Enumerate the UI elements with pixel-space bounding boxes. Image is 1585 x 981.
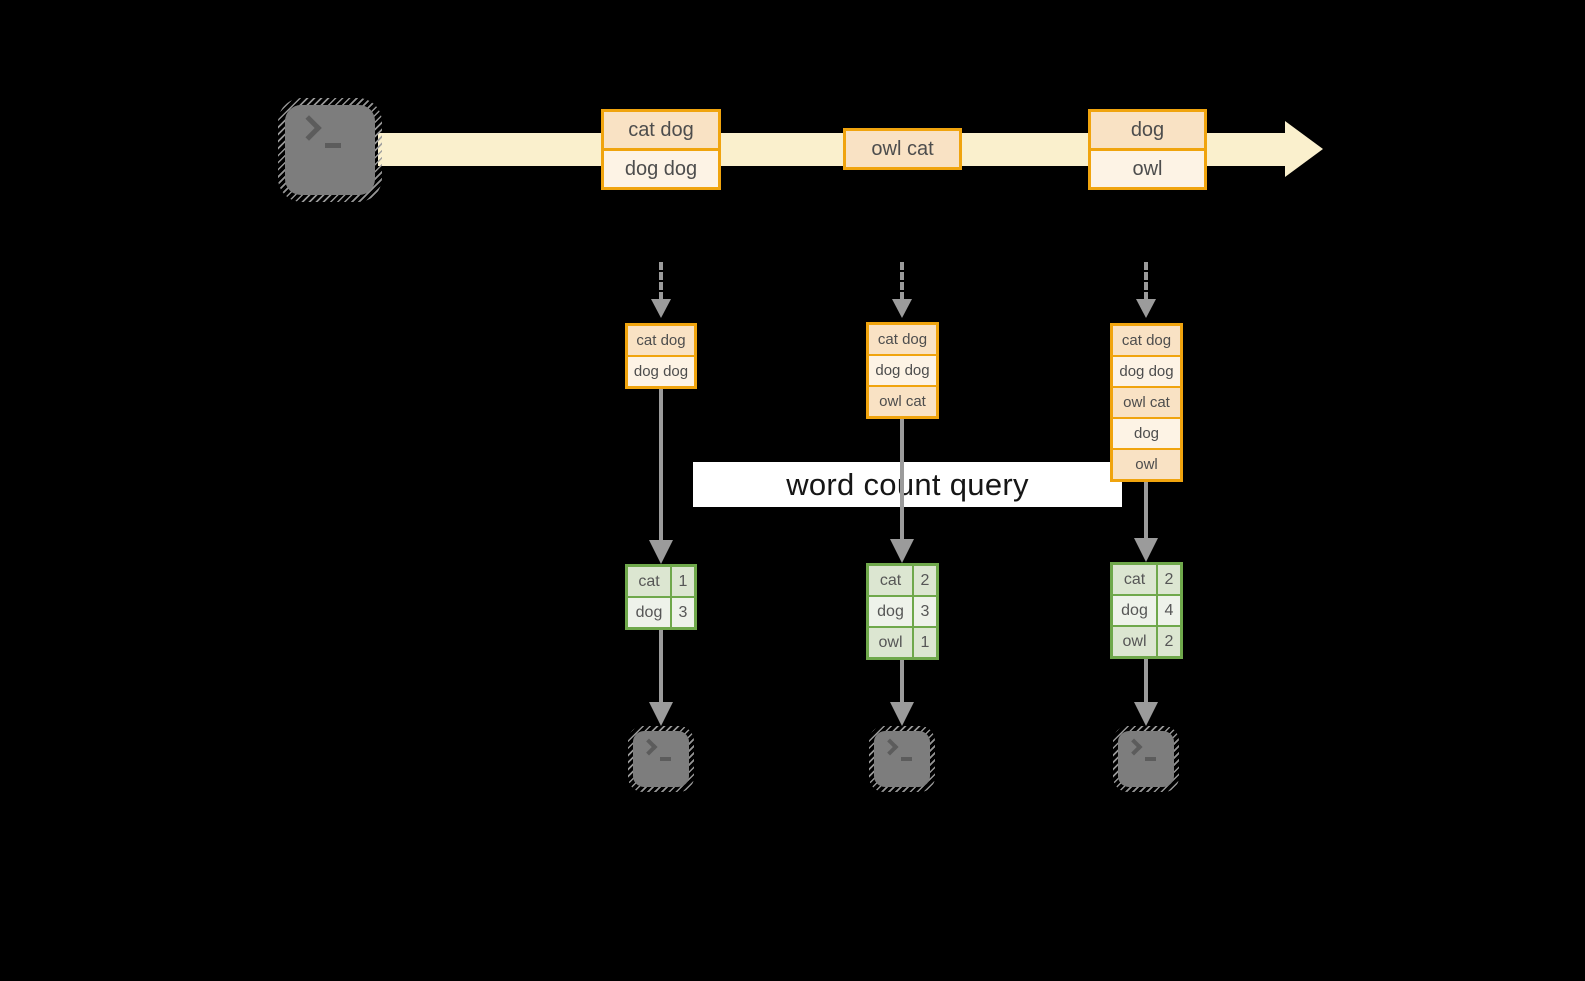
result-row: owl 1 [869,626,936,657]
terminal-body [285,105,375,195]
stream-record: dog dog [604,148,718,187]
input-record: dog dog [869,354,936,385]
prompt-cursor-icon [325,143,341,148]
result-count-cell: 1 [672,567,694,596]
down-arrowhead-icon [1134,538,1158,562]
result-row: dog 3 [869,595,936,626]
source-terminal-icon [278,98,382,202]
result-word-cell: cat [1113,565,1158,594]
output-flow-line [1144,659,1148,702]
down-arrowhead-icon [890,702,914,726]
query-flow-line [659,387,663,540]
output-flow-line [900,660,904,702]
down-arrowhead-icon [649,702,673,726]
input-record: dog dog [628,355,694,386]
result-row: cat 2 [869,566,936,595]
output-terminal-icon-3 [1113,726,1179,792]
result-word-cell: dog [869,597,914,626]
terminal-body [1118,731,1174,787]
down-arrowhead-icon [890,539,914,563]
stream-record: owl cat [846,131,959,167]
result-table-1: cat 1 dog 3 [625,564,697,630]
query-flow-line [1144,482,1148,538]
input-record: dog dog [1113,355,1180,386]
trigger-arrow-2 [900,262,904,300]
stream-batch-2: owl cat [843,128,962,170]
stream-batch-3: dog owl [1088,109,1207,190]
down-arrowhead-icon [651,299,671,318]
stream-record: dog [1091,112,1204,148]
result-word-cell: owl [869,628,914,657]
output-flow-line [659,630,663,702]
prompt-cursor-icon [1145,757,1156,761]
result-count-cell: 2 [1158,627,1180,656]
input-record: owl [1113,448,1180,479]
prompt-chevron-icon [1125,738,1143,756]
trigger-arrow-1 [659,262,663,300]
input-record: owl cat [1113,386,1180,417]
down-arrowhead-icon [1134,702,1158,726]
result-count-cell: 1 [914,628,936,657]
result-count-cell: 3 [672,598,694,627]
result-table-3: cat 2 dog 4 owl 2 [1110,562,1183,659]
output-terminal-icon-1 [628,726,694,792]
result-count-cell: 4 [1158,596,1180,625]
stream-record: owl [1091,148,1204,187]
result-table-2: cat 2 dog 3 owl 1 [866,563,939,660]
prompt-chevron-icon [640,738,658,756]
result-word-cell: cat [628,567,672,596]
prompt-chevron-icon [296,115,322,141]
down-arrowhead-icon [1136,299,1156,318]
input-record: cat dog [628,326,694,355]
stream-batch-1: cat dog dog dog [601,109,721,190]
result-row: dog 3 [628,596,694,627]
result-word-cell: dog [1113,596,1158,625]
query-flow-line [900,419,904,539]
input-record: owl cat [869,385,936,416]
input-state-table-1: cat dog dog dog [625,323,697,389]
input-state-table-2: cat dog dog dog owl cat [866,322,939,419]
trigger-arrow-3 [1144,262,1148,300]
stream-record: cat dog [604,112,718,148]
terminal-body [633,731,689,787]
result-word-cell: owl [1113,627,1158,656]
prompt-chevron-icon [881,738,899,756]
result-row: owl 2 [1113,625,1180,656]
input-record: cat dog [1113,326,1180,355]
input-record: cat dog [869,325,936,354]
word-count-query-label: word count query [786,466,1029,502]
terminal-body [874,731,930,787]
prompt-cursor-icon [660,757,671,761]
output-terminal-icon-2 [869,726,935,792]
word-count-query-band: word count query [693,462,1122,507]
right-arrowhead-icon [1285,121,1323,177]
result-count-cell: 2 [914,566,936,595]
result-word-cell: cat [869,566,914,595]
result-word-cell: dog [628,598,672,627]
result-row: cat 1 [628,567,694,596]
result-count-cell: 2 [1158,565,1180,594]
down-arrowhead-icon [892,299,912,318]
down-arrowhead-icon [649,540,673,564]
result-count-cell: 3 [914,597,936,626]
input-state-table-3: cat dog dog dog owl cat dog owl [1110,323,1183,482]
result-row: cat 2 [1113,565,1180,594]
input-record: dog [1113,417,1180,448]
prompt-cursor-icon [901,757,912,761]
result-row: dog 4 [1113,594,1180,625]
